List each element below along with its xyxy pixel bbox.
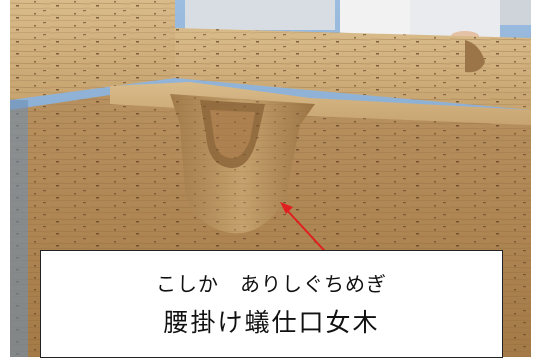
caption-box: こしか ありしぐちめぎ 腰掛け蟻仕口女木 <box>40 250 503 358</box>
upper-left-beam <box>10 0 175 100</box>
dovetail-slot <box>170 94 315 234</box>
far-beam <box>175 28 531 110</box>
left-edge <box>10 100 28 357</box>
photo-canvas <box>10 0 531 357</box>
photo <box>10 0 531 357</box>
background-people <box>185 0 531 41</box>
caption-term: 腰掛け蟻仕口女木 <box>163 308 380 337</box>
caption-reading: こしか ありしぐちめぎ <box>156 272 387 296</box>
